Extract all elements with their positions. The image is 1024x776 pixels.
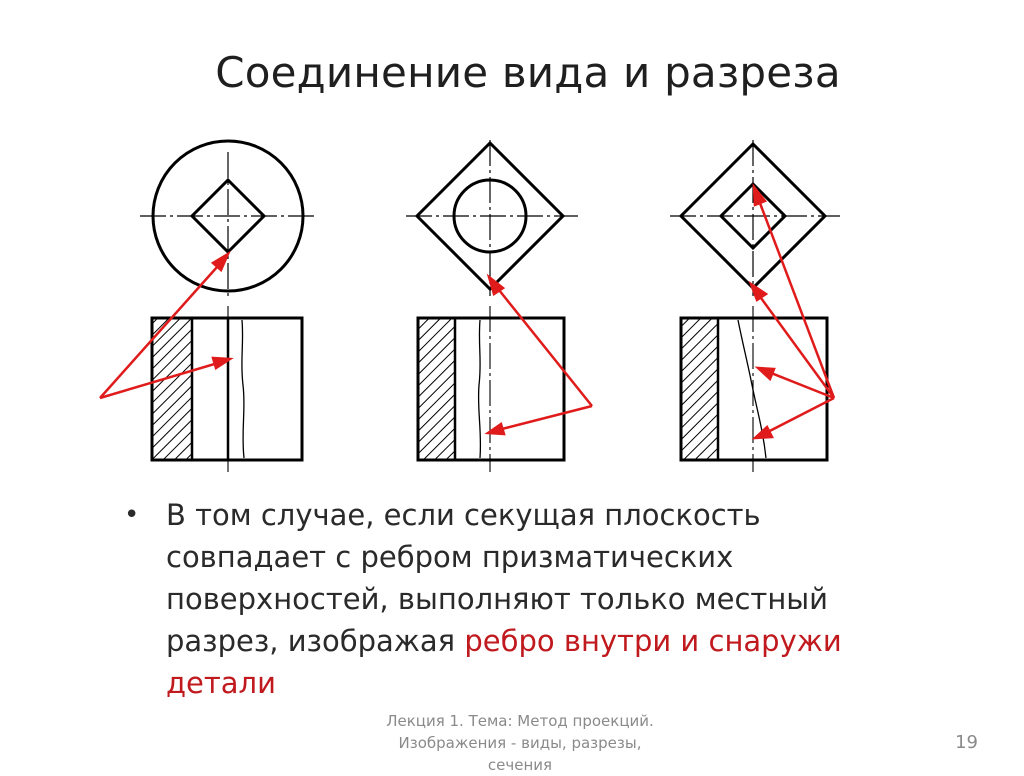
drawing-1-front-view [150,306,304,472]
bullet-text-plain: В том случае, если секущая плоскость сов… [166,498,829,658]
drawing-3-front-view [679,306,829,472]
footer-line-1: Лекция 1. Тема: Метод проекций. [386,712,654,730]
drawing-3-top-view [670,140,840,296]
drawing-2 [406,140,593,472]
page-number: 19 [955,732,978,753]
drawing-3-arrows [748,183,836,440]
drawing-2-top-view [406,140,578,296]
slide-footer: Лекция 1. Тема: Метод проекций. Изображе… [340,710,700,776]
drawing-2-front-view [416,306,566,472]
bullet-text-highlight: ребро внутри и снаружи детали [166,624,842,700]
drawing-1 [99,139,316,472]
drawing-2-arrows [484,273,593,436]
slide-title: Соединение вида и разреза [215,48,841,97]
footer-line-2: Изображения - виды, разрезы, [398,734,642,752]
drawing-1-arrows [99,250,234,400]
footer-line-3: сечения [487,756,553,774]
drawing-1-top-view [140,139,316,300]
bullet-text: В том случае, если секущая плоскость сов… [166,494,926,704]
bullet-marker: • [124,500,140,530]
drawing-3 [670,140,840,472]
